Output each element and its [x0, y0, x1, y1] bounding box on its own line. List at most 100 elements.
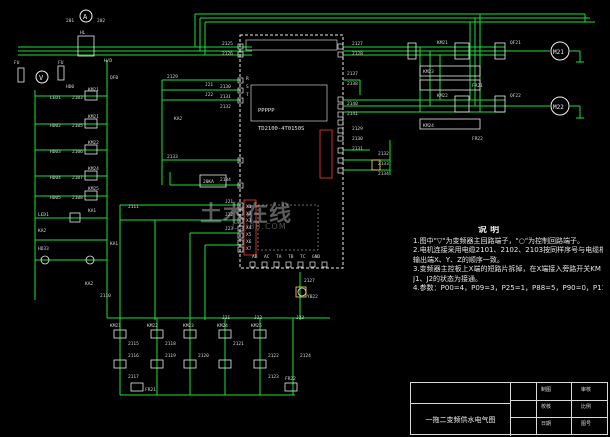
inverter-model-line2: TD2100-4T0150S	[258, 126, 304, 132]
drawing-title: 一拖二变频供水电气图	[411, 403, 511, 436]
left-label-5: KA1	[110, 241, 118, 247]
inverter-pin-x5: X5	[246, 232, 252, 238]
bottom-label-12: 2121	[233, 341, 244, 347]
voltmeter	[35, 70, 49, 84]
inverter-pin-bottom-3: TA	[276, 254, 282, 260]
mid-label-8: J22	[205, 92, 213, 98]
tb-cell-2: 校核	[541, 404, 552, 410]
bottom-label-1: KM21	[110, 323, 121, 329]
row4-coil: KM24	[88, 166, 99, 172]
mid-label-10: 20KA	[203, 179, 214, 185]
inverter-pin-bottom-4: TB	[288, 254, 294, 260]
row4-label: HD04	[50, 175, 61, 181]
tb-divider	[510, 417, 607, 418]
terminal-label-6: 2130	[352, 136, 363, 142]
terminal-label-9: 2133	[378, 161, 389, 167]
bottom-label-17: FR22	[285, 376, 296, 382]
terminal-label-8: 2132	[378, 151, 389, 157]
mid-label-9: KA2	[174, 116, 182, 122]
supply-label-5: HL	[80, 30, 86, 36]
ammeter-label: A	[83, 13, 88, 21]
inverter-pin-x2: X2	[246, 211, 252, 217]
mid-label-6: 2134	[220, 177, 231, 183]
bottom-label-5: KM25	[251, 323, 262, 329]
inverter-pin-x3: X3	[246, 218, 252, 224]
watermark-sub: COI88.COM	[232, 222, 287, 231]
supply-label-3: FU	[14, 60, 20, 66]
row3-label: HD03	[50, 149, 61, 155]
row1-label: LED1	[50, 95, 61, 101]
row5-coil: KM25	[88, 186, 99, 192]
right-label-10: 2138	[347, 81, 358, 87]
supply-devices: A V	[17, 9, 95, 84]
row3-coil: KM22	[88, 140, 99, 146]
bottom-label-21: YB22	[307, 294, 318, 300]
inverter-pin-x4: X4	[246, 225, 252, 231]
notes-line: 4.参数：P00=4，P09=3，P25=1，P88=5，P90=0，P110=…	[413, 284, 603, 292]
row3-code: 2106	[72, 149, 83, 155]
supply-label-7: QF0	[110, 75, 118, 81]
right-label-7: QF21	[510, 40, 521, 46]
terminal-label-4: 2128	[352, 51, 363, 57]
inverter-model-line1: PPPPP	[258, 108, 275, 114]
input-label-3: J23	[225, 226, 233, 232]
left-label-8: 2111	[128, 204, 139, 210]
mid-label-2: 2130	[220, 84, 231, 90]
right-label-1: KM21	[437, 40, 448, 46]
bottom-label-4: KM24	[217, 323, 228, 329]
tb-cell-5: 比例	[581, 404, 592, 410]
bottom-label-7: 2116	[128, 353, 139, 359]
right-label-5: FR21	[472, 83, 483, 89]
row5-label: HD05	[50, 195, 61, 201]
motor-m21: M21	[550, 41, 570, 61]
row2-code: 2105	[72, 123, 83, 129]
inverter-io-blocks	[243, 129, 333, 256]
inverter-pin-s: S	[246, 84, 249, 90]
bottom-label-16: FR21	[145, 387, 156, 393]
right-label-4: KM24	[423, 123, 434, 129]
inverter-pin-t: T	[246, 92, 249, 98]
title-block: 一拖二变频供水电气图 制图 校核 日期 审核 比例 图号	[410, 382, 608, 436]
input-label-1: J21	[225, 199, 233, 205]
inverter-pin-x6: X6	[246, 239, 252, 245]
inverter-box: PPPPP TD2100-4T0150S	[239, 34, 344, 269]
mid-label-3: 2131	[220, 94, 231, 100]
supply-label-8: HD0	[66, 84, 74, 90]
right-label-3: KM23	[423, 69, 434, 75]
voltmeter-label: V	[39, 74, 44, 82]
main-power-bus	[18, 13, 595, 113]
bottom-label-2: KM22	[147, 323, 158, 329]
notes-line: 1.图中"▽"为变频器主回路端子，"○"为控制回路端子。	[413, 236, 585, 245]
left-label-1: LED1	[38, 212, 49, 218]
ammeter	[79, 9, 93, 23]
bottom-label-18: J21	[222, 315, 230, 321]
notes-block: 说 明 1.图中"▽"为变频器主回路端子，"○"为控制回路端子。 2.电机连接采…	[413, 226, 603, 294]
left-label-6: KA2	[85, 281, 93, 287]
terminal-label-10: 2134	[378, 171, 389, 177]
bottom-label-14: 2123	[268, 374, 279, 380]
mid-label-5: 2133	[167, 154, 178, 160]
yellow-markers	[295, 159, 381, 298]
inverter-pin-x1: X1	[246, 204, 252, 210]
row2-label: HD02	[50, 123, 61, 129]
schematic-labels: 201 202 FU FU HL H/D QF0 HD0 LED1 2103 K…	[14, 18, 521, 393]
bottom-label-9: 2118	[165, 341, 176, 347]
row5-code: 2108	[72, 195, 83, 201]
motor-m22: M22	[550, 96, 570, 116]
supply-label-2: 202	[97, 18, 105, 24]
left-label-7: 2110	[100, 293, 111, 299]
supply-label-4: FU	[58, 60, 64, 66]
tb-cell-1: 制图	[541, 387, 552, 393]
mid-label-7: J21	[205, 82, 213, 88]
bottom-label-11: 2120	[198, 353, 209, 359]
inverter-pin-bottom-1: AB	[252, 254, 258, 260]
left-label-3: KA2	[38, 228, 46, 234]
inverter-terminals	[237, 43, 344, 268]
bottom-label-6: 2115	[128, 341, 139, 347]
notes-line: 输出端X、Y、Z的顺序一致。	[413, 255, 504, 264]
bottom-label-10: 2119	[165, 353, 176, 359]
terminal-label-5: 2129	[352, 126, 363, 132]
supply-label-1: 201	[66, 18, 74, 24]
tb-divider	[510, 400, 607, 401]
